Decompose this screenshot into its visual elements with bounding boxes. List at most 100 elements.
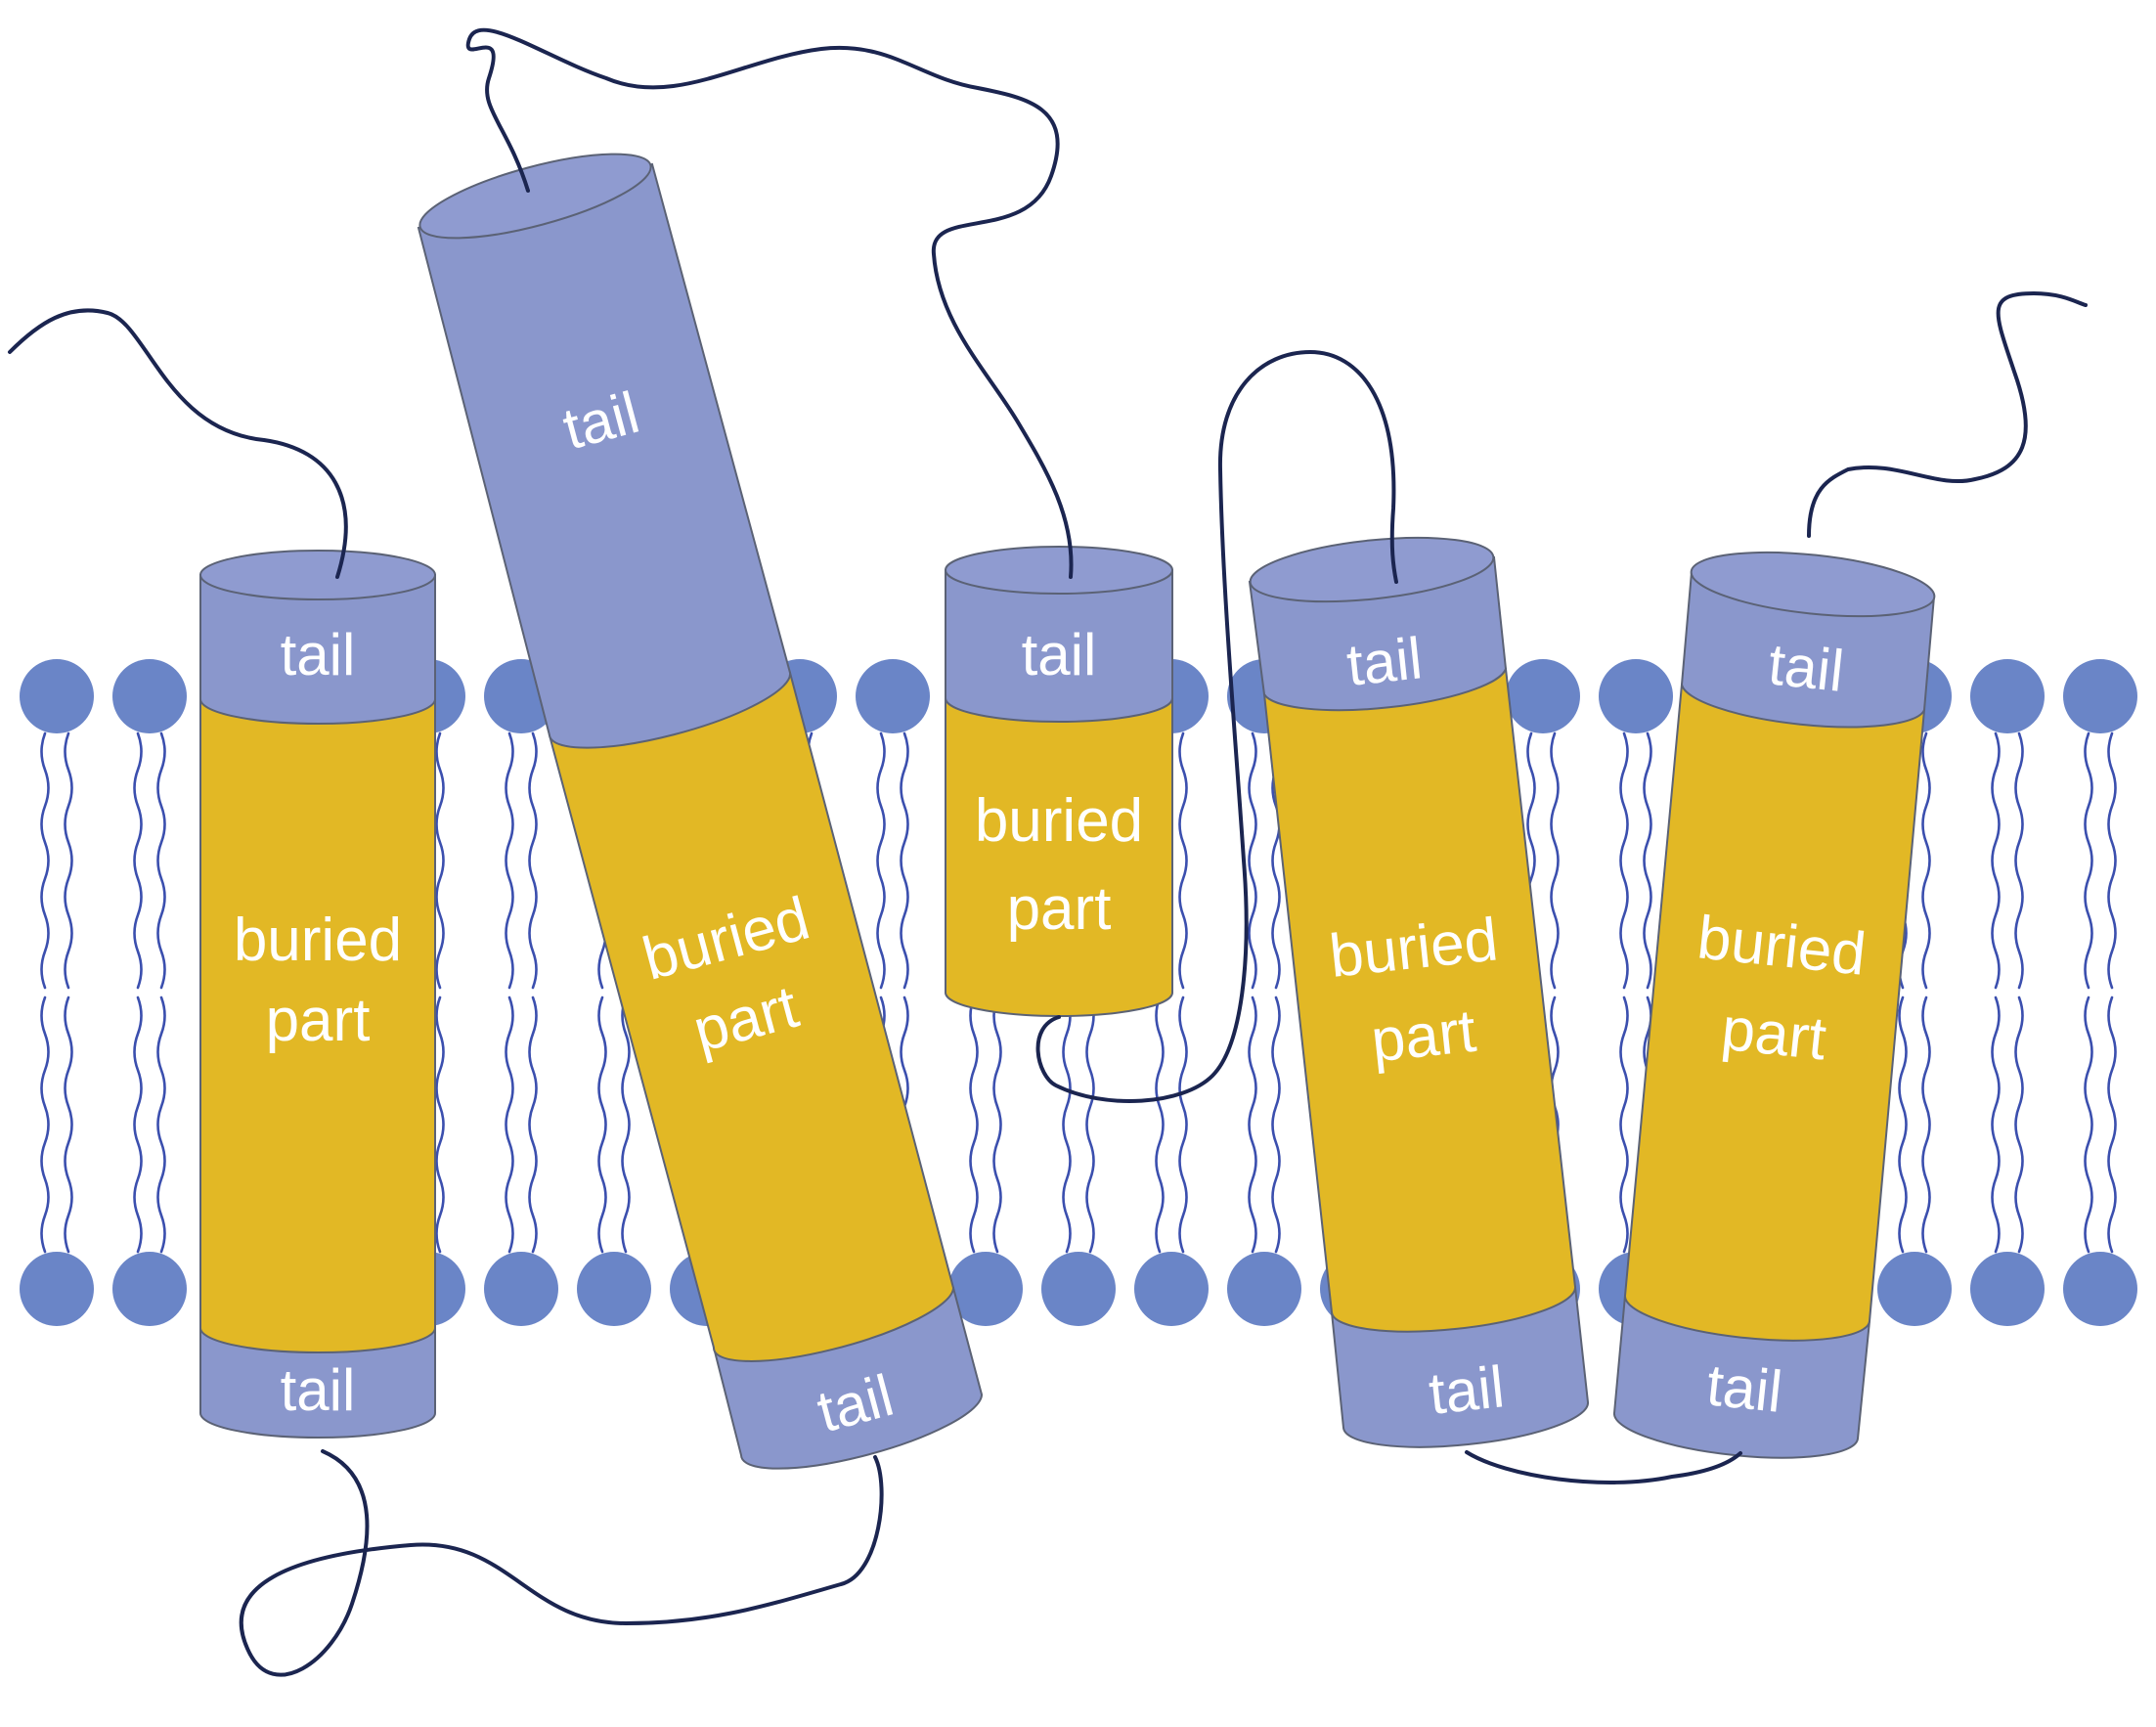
- lipid-tail: [597, 996, 607, 1254]
- lipid-tail: [133, 996, 143, 1254]
- lipid-tail: [40, 996, 50, 1254]
- lipid-tail: [1550, 731, 1560, 990]
- lipid-tail: [505, 731, 514, 990]
- helix-2-buried-part: [548, 671, 955, 1362]
- helix-5: [1612, 551, 1936, 1459]
- helix-3-buried-part: [945, 697, 1173, 1017]
- lipid-tail: [40, 731, 50, 990]
- lipid-tail: [969, 996, 979, 1254]
- helix-1: [199, 550, 436, 1439]
- lipid-head: [112, 1252, 187, 1326]
- helix-3-buried-label-line1: buried: [975, 787, 1143, 855]
- helix-4-top-tail-label: tail: [1343, 625, 1425, 698]
- helix-1-buried-label-line2: part: [266, 987, 371, 1054]
- lipid-tail: [1248, 731, 1257, 990]
- lipid-tail: [1271, 996, 1281, 1254]
- lipid-head: [1877, 1252, 1952, 1326]
- helix-4-buried-label-line2: part: [1368, 997, 1478, 1076]
- lipid-head: [1599, 659, 1673, 733]
- helix-5-top-tail-label: tail: [1765, 631, 1846, 704]
- lipid-head: [856, 659, 930, 733]
- helix-4-bottom-tail-label: tail: [1426, 1353, 1507, 1427]
- lipid-tail: [1062, 996, 1072, 1254]
- lipid-tail: [1991, 996, 2001, 1254]
- helix-1-buried-part: [199, 698, 436, 1353]
- helix-1-bottom-tail: [199, 1327, 436, 1439]
- lipid-tail: [992, 996, 1002, 1254]
- loops: [8, 27, 2088, 1677]
- lipid-tail: [1178, 731, 1188, 990]
- lipid-tail: [133, 731, 143, 990]
- helix-1-bottom-tail-label: tail: [281, 1357, 356, 1423]
- lipid-tail: [1619, 731, 1629, 990]
- lipid-head: [1227, 1252, 1301, 1326]
- lipid-tail: [2107, 996, 2117, 1254]
- helix-3: [945, 546, 1173, 1017]
- helix-4-buried-part: [1262, 667, 1577, 1333]
- lipid-tail: [1921, 996, 1931, 1254]
- lipid-tail: [1248, 996, 1257, 1254]
- lipid-tail: [64, 731, 73, 990]
- helix-2: [417, 153, 984, 1470]
- lipid-tail: [2084, 996, 2093, 1254]
- lipid-tail: [156, 996, 166, 1254]
- lipid-tail: [1643, 731, 1652, 990]
- helix-4: [1248, 536, 1590, 1448]
- lipid-tail: [2107, 731, 2117, 990]
- labels: tail tail buried part tail buried part t…: [234, 379, 1870, 1445]
- lipid-tail: [2014, 731, 2024, 990]
- lipid-tail: [900, 731, 909, 990]
- helix-1-buried-label-line1: buried: [234, 907, 402, 974]
- lipid-head: [1970, 659, 2045, 733]
- lipid-tail: [621, 996, 631, 1254]
- lipid-tail: [528, 996, 538, 1254]
- lipid-head: [112, 659, 187, 733]
- lipid-tail: [505, 996, 514, 1254]
- lipid-head: [484, 1252, 558, 1326]
- lipid-tail: [64, 996, 73, 1254]
- lipid-tail: [435, 996, 445, 1254]
- helix-2-top-cap: [418, 153, 652, 240]
- lipid-head: [1134, 1252, 1209, 1326]
- helix-1-top-tail-label: tail: [281, 622, 356, 687]
- lipid-head: [20, 659, 94, 733]
- loop-helix-4-to-helix-5: [1465, 1450, 1742, 1484]
- lipid-tail: [156, 731, 166, 990]
- lipid-tail: [876, 731, 886, 990]
- lipid-tail: [1619, 996, 1629, 1254]
- lipid-tail: [528, 731, 538, 990]
- helix-5-c-terminus: [1807, 291, 2088, 538]
- lipid-head: [2063, 659, 2137, 733]
- lipid-head: [2063, 1252, 2137, 1326]
- helix-5-bottom-tail-label: tail: [1703, 1351, 1784, 1425]
- helix-1-n-terminus: [8, 308, 348, 579]
- lipid-tail: [1898, 996, 1908, 1254]
- lipid-tail: [1085, 996, 1095, 1254]
- lipid-head: [1970, 1252, 2045, 1326]
- lipid-tail: [435, 731, 445, 990]
- lipid-head: [948, 1252, 1023, 1326]
- helix-3-top-cap: [945, 546, 1173, 595]
- loop-helix-1-to-helix-2: [239, 1449, 884, 1677]
- lipid-tail: [1178, 996, 1188, 1254]
- lipid-tail: [2014, 996, 2024, 1254]
- lipid-tail: [2084, 731, 2093, 990]
- helix-3-top-tail-label: tail: [1022, 622, 1097, 687]
- lipid-head: [20, 1252, 94, 1326]
- loop-helix-2-to-helix-3: [465, 27, 1074, 579]
- helix-1-top-cap: [199, 550, 436, 600]
- loop-helix-3-to-helix-4: [1035, 350, 1398, 1104]
- helix-1-top-tail: [199, 574, 436, 725]
- lipid-head: [1041, 1252, 1116, 1326]
- lipid-tail: [1155, 996, 1165, 1254]
- lipid-head: [577, 1252, 651, 1326]
- helix-5-top-cap: [1690, 551, 1936, 618]
- helix-5-buried-part: [1623, 683, 1926, 1342]
- helix-2-top-tail: [417, 162, 792, 749]
- lipid-head: [1506, 659, 1580, 733]
- helix-3-top-tail: [945, 569, 1173, 723]
- lipid-tail: [1921, 731, 1931, 990]
- lipid-tail: [1991, 731, 2001, 990]
- helix-5-buried-label-line2: part: [1718, 996, 1828, 1074]
